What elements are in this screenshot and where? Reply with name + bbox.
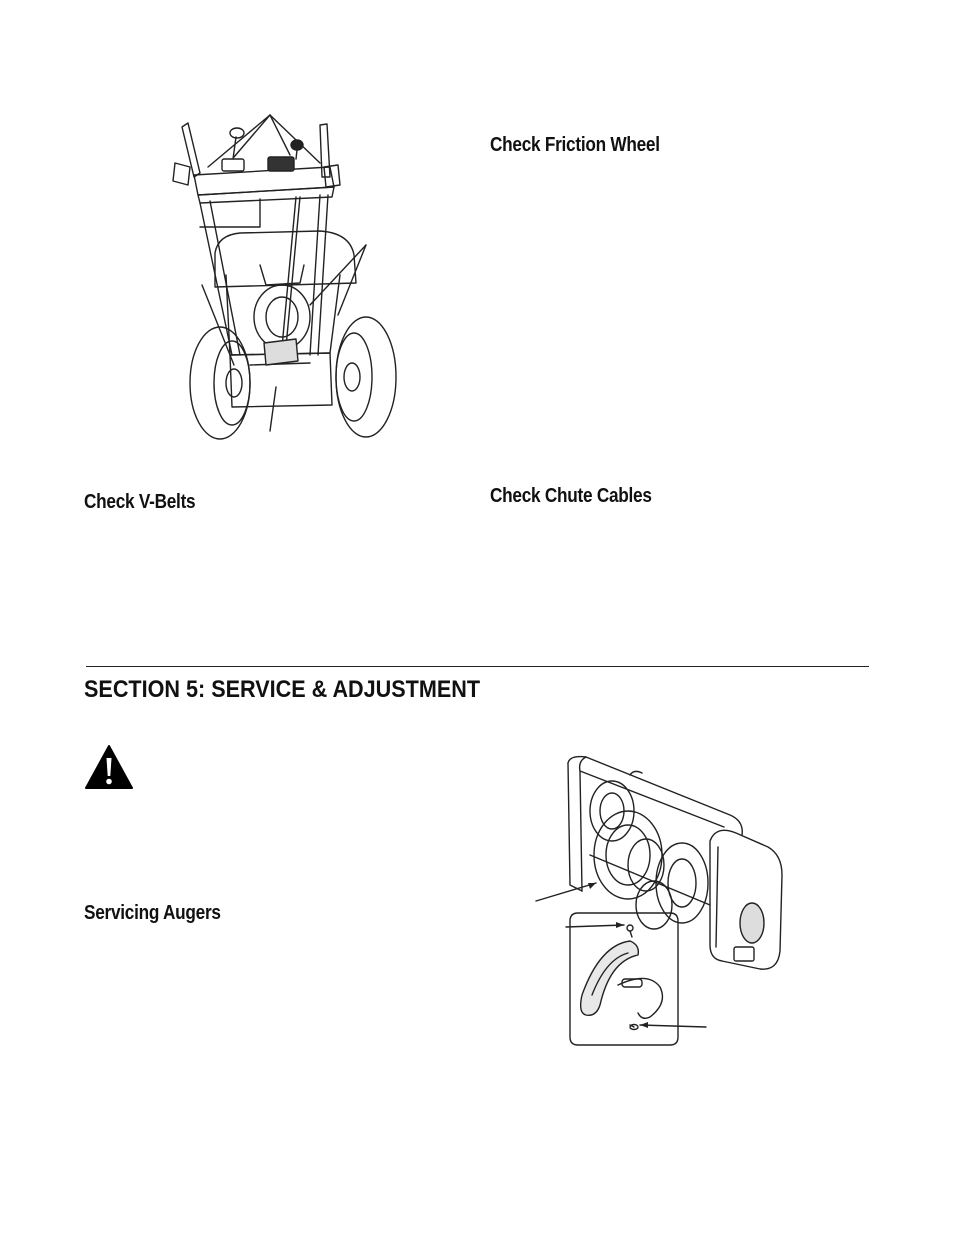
- section-title: SECTION 5: SERVICE & ADJUSTMENT: [84, 676, 481, 703]
- auger-housing-illustration: [535, 755, 783, 1046]
- snowthrower-rear-illustration: [172, 114, 397, 440]
- heading-servicing-augers: Servicing Augers: [84, 902, 221, 924]
- section-divider: [86, 666, 869, 667]
- heading-check-friction-wheel: Check Friction Wheel: [490, 134, 660, 156]
- warning-triangle-icon: [85, 745, 133, 789]
- heading-check-v-belts: Check V-Belts: [84, 491, 196, 513]
- heading-check-chute-cables: Check Chute Cables: [490, 485, 652, 507]
